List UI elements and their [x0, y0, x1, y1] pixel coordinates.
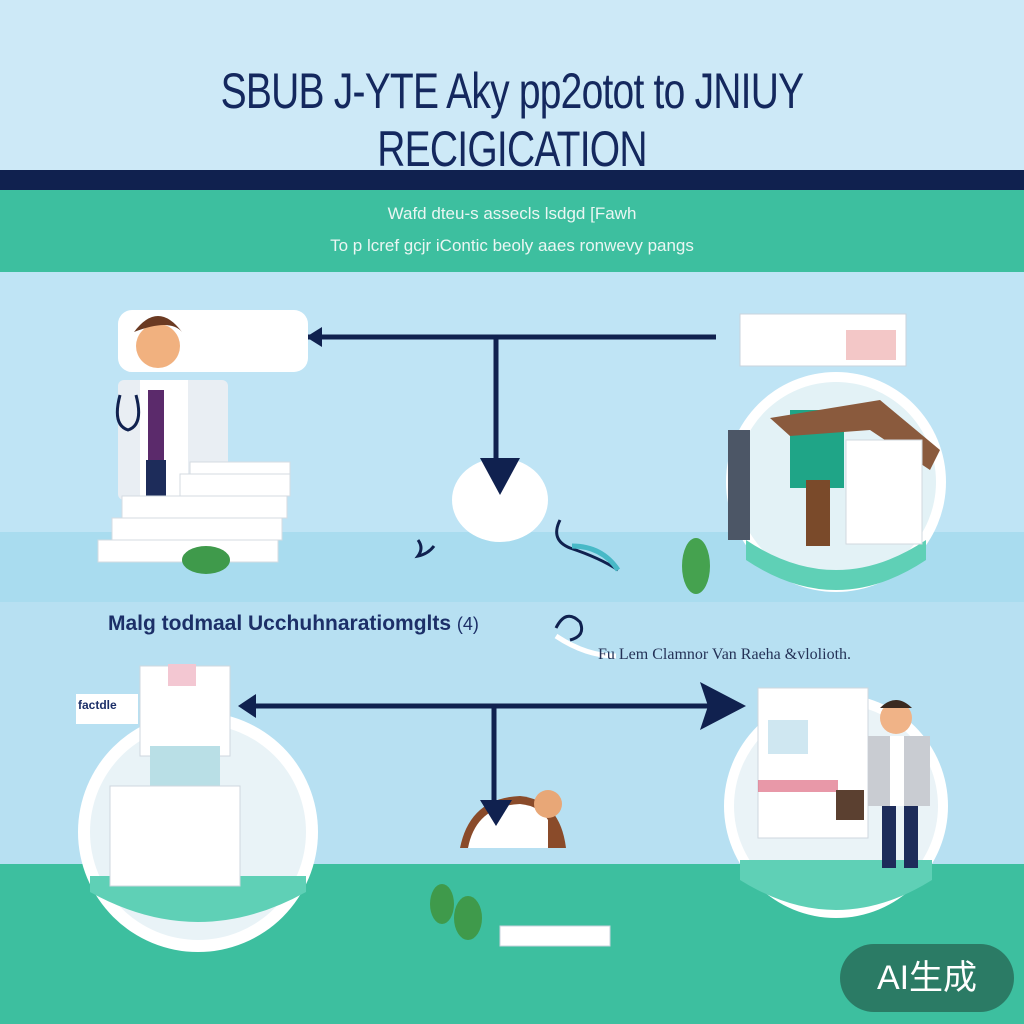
- center-node-top: [452, 458, 548, 542]
- leaf-icon-right: [682, 538, 710, 594]
- plant-icon: [430, 884, 611, 947]
- top-flow-arrow: [306, 327, 716, 470]
- leaf-icon: [182, 546, 230, 574]
- subtitle-line-1: Wafd dteu-s assecls lsdgd [Fawh: [387, 204, 637, 223]
- title-divider: [0, 170, 1024, 190]
- hook-doodle: [554, 614, 617, 659]
- center-node-bottom: [460, 790, 566, 848]
- worker-circle-top-right: [726, 313, 946, 592]
- subtitle-band: [0, 190, 1024, 272]
- doodle-left: [414, 539, 436, 559]
- document-circle-bottom-left: [76, 664, 318, 952]
- doodle-right: [555, 519, 621, 572]
- page-title: SBUB J-YTE Aky pp2otot to JNIUY RECIGICA…: [220, 63, 805, 177]
- bottom-flow-arrow: [238, 682, 746, 804]
- subtitle-line-2: To p lcref gcjr iContic beoly aaes ronwe…: [330, 236, 694, 255]
- mid-label-left-suffix: (4): [456, 614, 479, 634]
- paper-stack: [97, 461, 291, 563]
- ai-generated-badge: AI生成: [840, 944, 1014, 1012]
- mid-label-left: Malg todmaal Ucchuhnaratiomglts (4): [108, 612, 479, 636]
- title-band: [0, 0, 1024, 170]
- mid-label-left-text: Malg todmaal Ucchuhnaratiomglts: [108, 612, 452, 635]
- office-circle-bottom-right: [724, 687, 948, 918]
- mid-label-right: Fu Lem Clamnor Van Raeha &vlolioth.: [598, 646, 852, 663]
- card-tag-bottom-left: factdle: [78, 698, 117, 712]
